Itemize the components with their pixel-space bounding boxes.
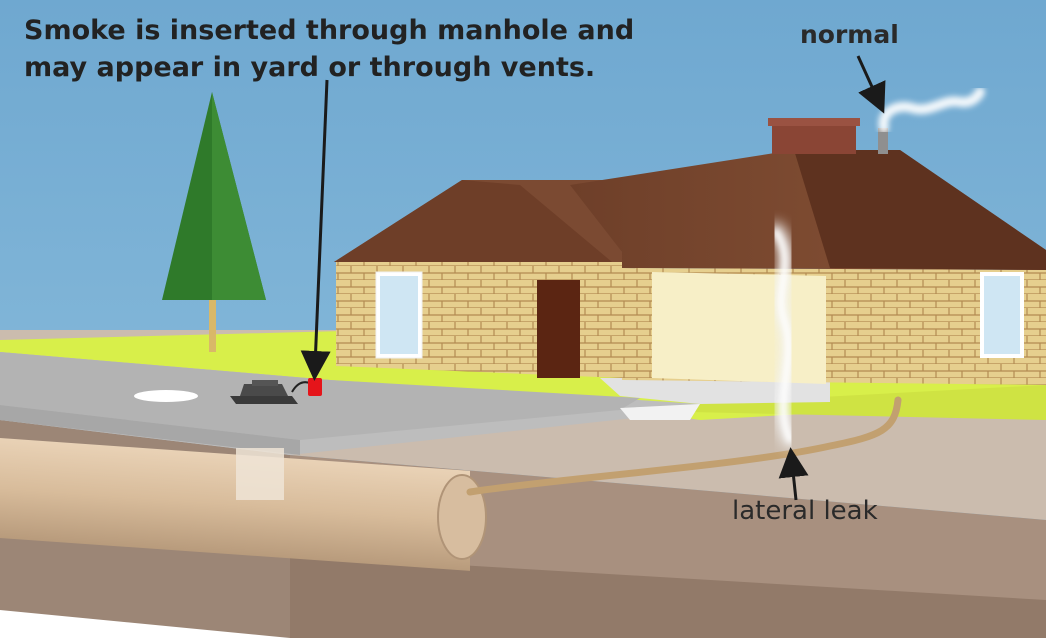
lateral-leak-arrow bbox=[778, 447, 809, 501]
roof-left-front bbox=[334, 180, 612, 262]
driveway bbox=[600, 378, 830, 404]
lateral-leak-label: lateral leak bbox=[732, 496, 878, 526]
diagram-caption: Smoke is inserted through manhole and ma… bbox=[24, 15, 635, 83]
street-front-edge bbox=[0, 405, 300, 455]
manhole-riser bbox=[236, 448, 284, 500]
tree-canopy-shade bbox=[212, 92, 266, 300]
normal-label: normal bbox=[800, 20, 899, 49]
window-left-glass bbox=[380, 276, 418, 354]
caption-arrow bbox=[300, 79, 331, 381]
smoke-blower bbox=[230, 380, 298, 404]
page-bottom bbox=[0, 610, 290, 638]
window-right-glass bbox=[984, 276, 1020, 354]
lateral-leak-smoke-core bbox=[773, 229, 793, 443]
main-sewer-pipe bbox=[0, 438, 487, 571]
roof-main-side bbox=[794, 150, 1046, 270]
vent-smoke bbox=[878, 87, 985, 133]
garage-door bbox=[652, 272, 826, 384]
smoke-canister bbox=[308, 378, 322, 396]
normal-arrow bbox=[856, 55, 886, 114]
sidewalk-edge bbox=[620, 404, 700, 420]
lateral-pipe bbox=[466, 396, 902, 496]
vent-pipe bbox=[878, 128, 888, 154]
tree-trunk bbox=[209, 290, 216, 352]
manhole-cover bbox=[134, 390, 198, 402]
front-door bbox=[537, 280, 580, 378]
chimney-cap bbox=[768, 118, 860, 126]
house bbox=[334, 118, 1046, 385]
soil-side-shade bbox=[290, 555, 1046, 638]
